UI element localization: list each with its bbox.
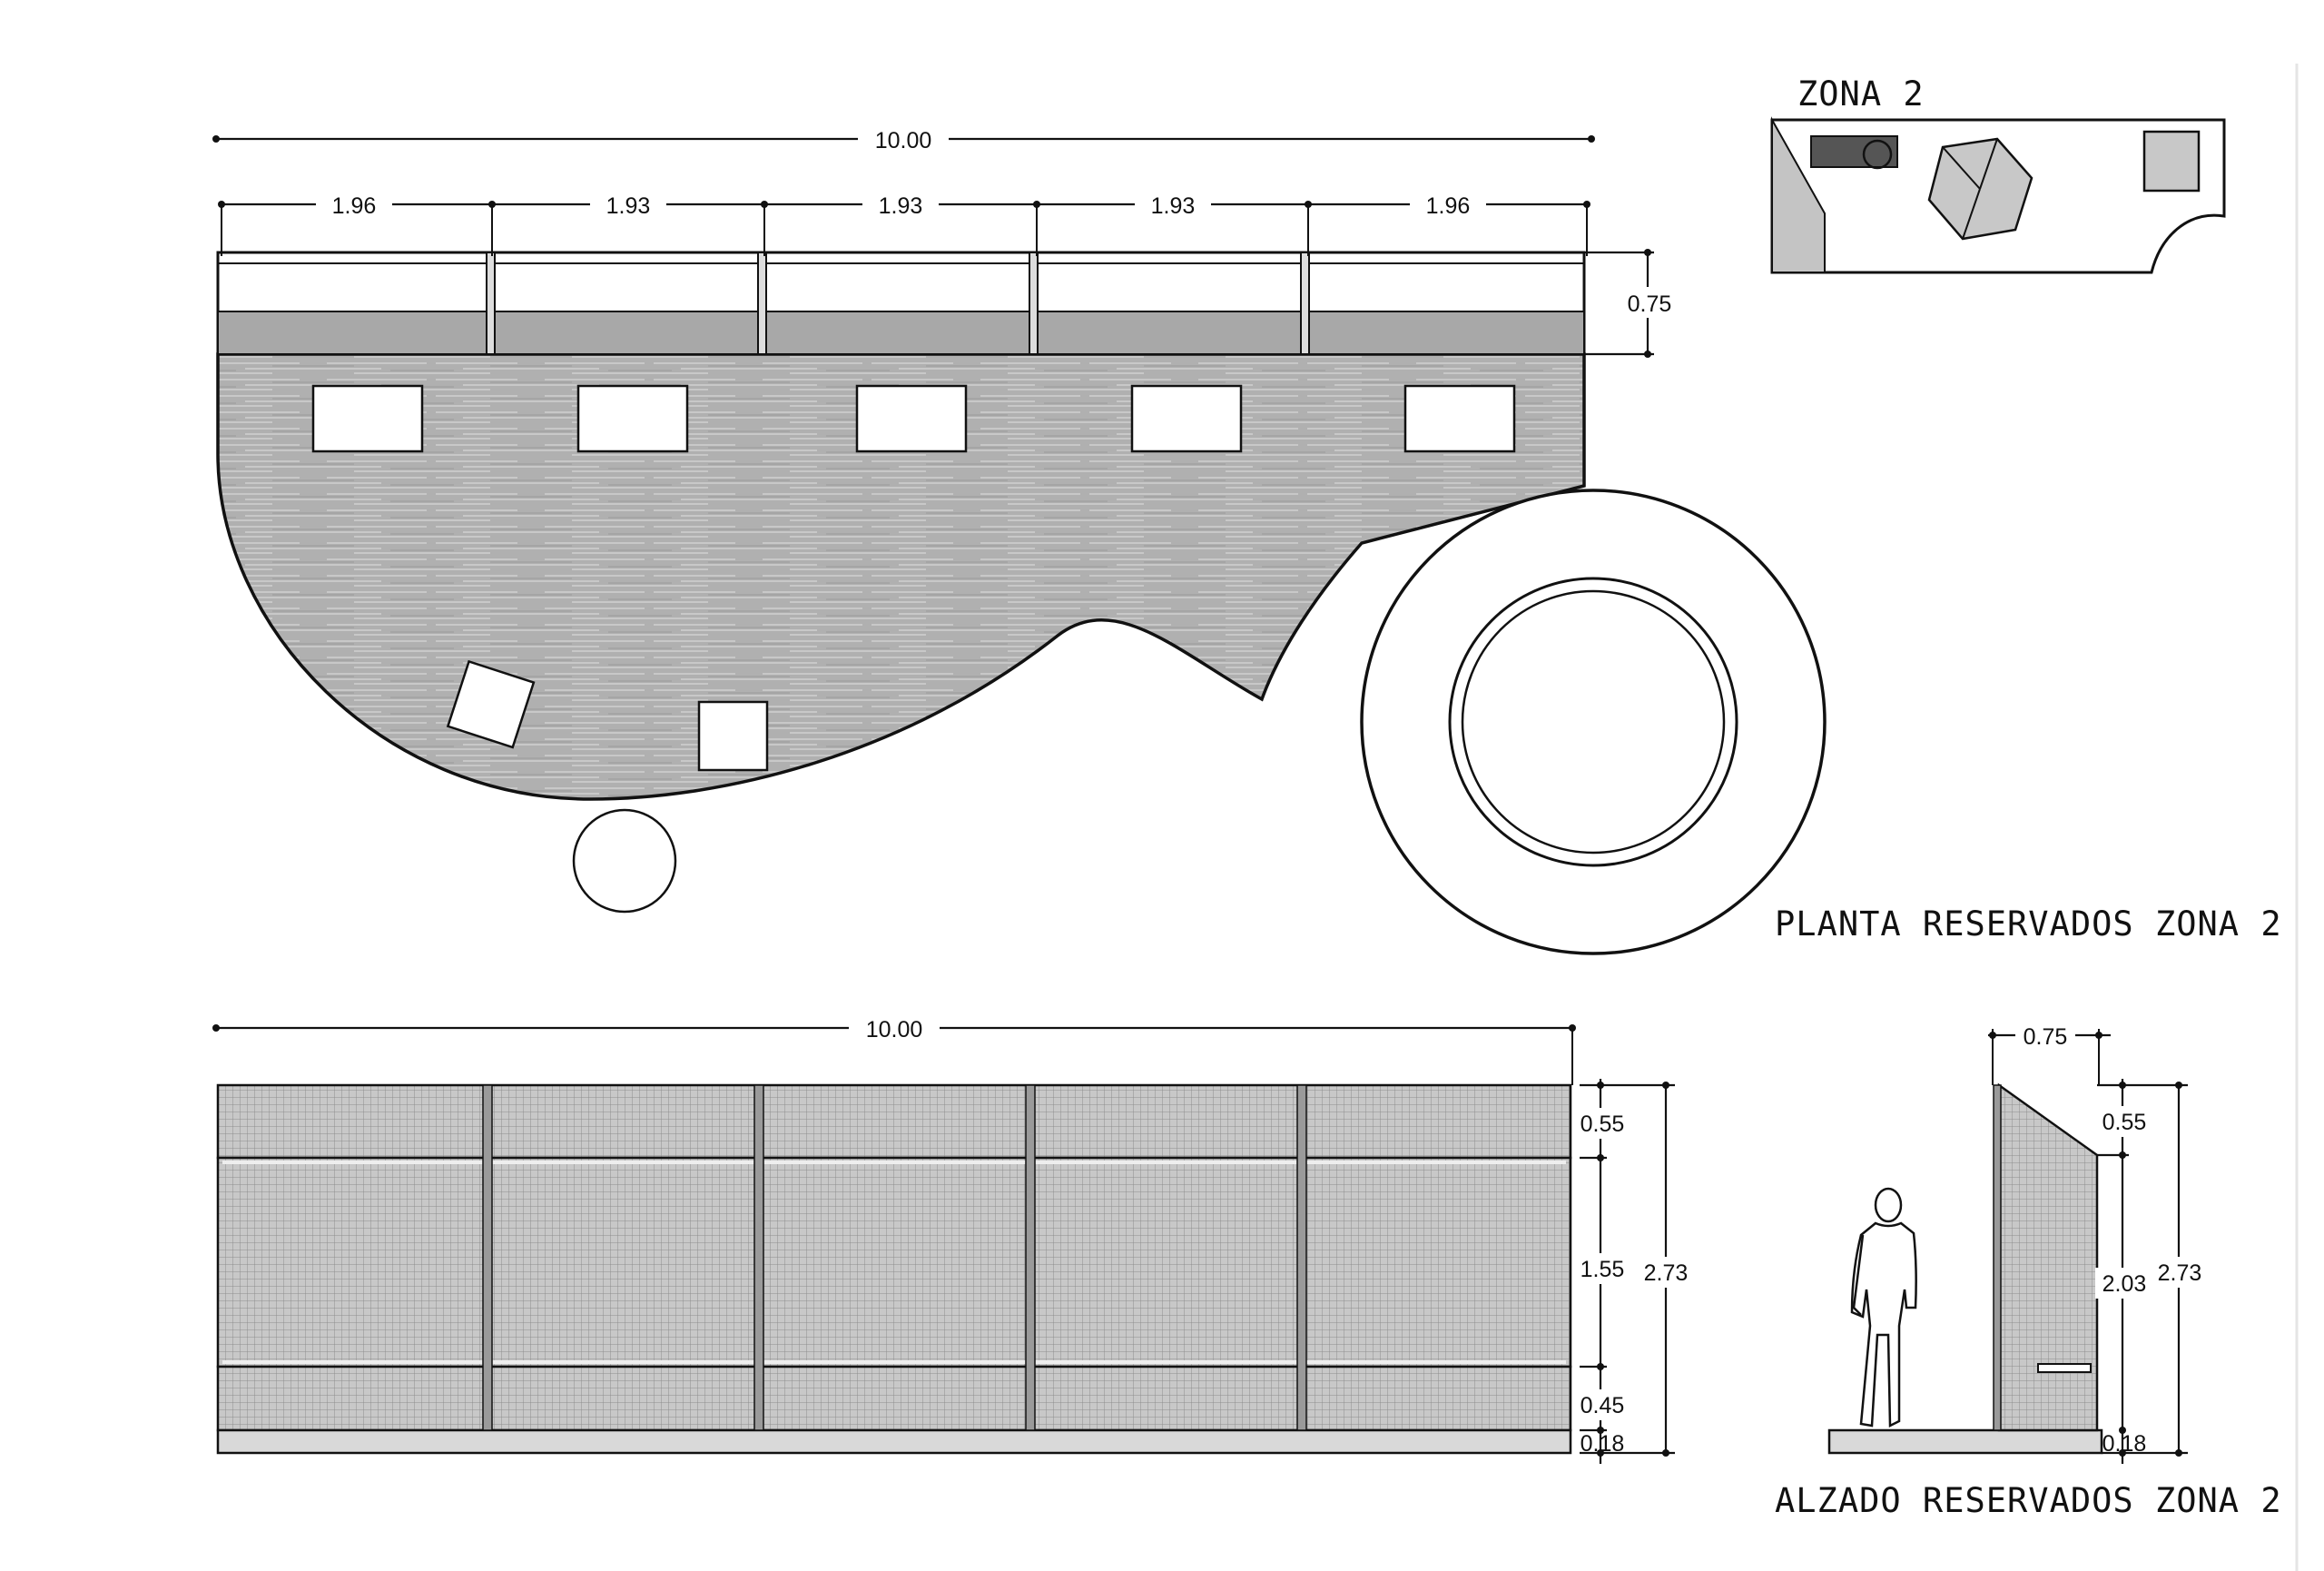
key-plan-dark-block bbox=[1810, 135, 1898, 168]
plan-view: 10.00 1.96 1.93 1.93 1.93 1.96 bbox=[212, 124, 2282, 955]
section-width-dim: 0.75 bbox=[2024, 1024, 2068, 1050]
elevation-middle-dim: 1.55 bbox=[1581, 1257, 1625, 1282]
section-bench bbox=[2037, 1363, 2092, 1373]
section-view: 0.75 0.55 2.03 2.73 0.18 ALZADO RESERVAD… bbox=[1775, 1021, 2282, 1520]
elevation-view: 10.00 0.55 1.55 0.45 0.18 2.73 bbox=[212, 1013, 1698, 1464]
plan-big-circle bbox=[1360, 489, 1827, 955]
section-top-dim: 0.55 bbox=[2102, 1110, 2147, 1135]
plan-floor-slab bbox=[216, 352, 1586, 801]
plan-inner-ring-inner bbox=[1461, 589, 1726, 855]
section-height-dim: 2.03 bbox=[2102, 1271, 2147, 1297]
section-panel bbox=[1997, 1082, 2099, 1432]
plan-segment-ticks bbox=[218, 201, 1590, 256]
key-plan-circle bbox=[1862, 139, 1893, 170]
section-panel-edge bbox=[1993, 1084, 2002, 1431]
plan-segment-dim-1: 1.96 bbox=[332, 193, 377, 219]
elevation-posts bbox=[482, 1084, 1307, 1431]
plan-segment-dim-3: 1.93 bbox=[879, 193, 923, 219]
zone-label: ZONA 2 bbox=[1797, 74, 1925, 114]
plan-depth-dim: 0.75 bbox=[1628, 291, 1672, 317]
plan-posts bbox=[486, 252, 1310, 355]
elevation-base bbox=[216, 1428, 1572, 1455]
plan-segment-dim-4: 1.93 bbox=[1151, 193, 1196, 219]
section-base bbox=[1827, 1428, 2103, 1455]
elevation-bottom-dim: 0.45 bbox=[1581, 1393, 1625, 1418]
elevation-overall-dim: 10.00 bbox=[866, 1017, 923, 1042]
plan-title: PLANTA RESERVADOS ZONA 2 bbox=[1775, 904, 2282, 944]
key-plan-square bbox=[2142, 130, 2201, 193]
plan-segment-dim-2: 1.93 bbox=[606, 193, 651, 219]
human-figure bbox=[1850, 1187, 1917, 1428]
key-plan-wedge bbox=[1771, 116, 1826, 273]
plan-overall-dim: 10.00 bbox=[875, 128, 932, 153]
plan-tables bbox=[311, 384, 1516, 772]
plan-railing-shade bbox=[217, 311, 1585, 355]
elevation-top-dim: 0.55 bbox=[1581, 1112, 1625, 1137]
elevation-base-dim: 0.18 bbox=[1581, 1431, 1625, 1457]
section-total-dim: 2.73 bbox=[2158, 1260, 2202, 1286]
elevation-total-dim: 2.73 bbox=[1644, 1260, 1689, 1286]
plan-inner-ring-outer bbox=[1448, 577, 1738, 867]
elevation-mesh-middle bbox=[216, 1156, 1572, 1368]
key-plan: ZONA 2 bbox=[1770, 74, 2226, 274]
elevation-mesh-top bbox=[216, 1083, 1572, 1160]
section-base-dim: 0.18 bbox=[2102, 1431, 2147, 1457]
plan-segment-dim-5: 1.96 bbox=[1426, 193, 1471, 219]
elevation-mesh-bottom bbox=[216, 1365, 1572, 1432]
plan-small-circle bbox=[572, 808, 677, 914]
elevation-title: ALZADO RESERVADOS ZONA 2 bbox=[1775, 1481, 2282, 1520]
